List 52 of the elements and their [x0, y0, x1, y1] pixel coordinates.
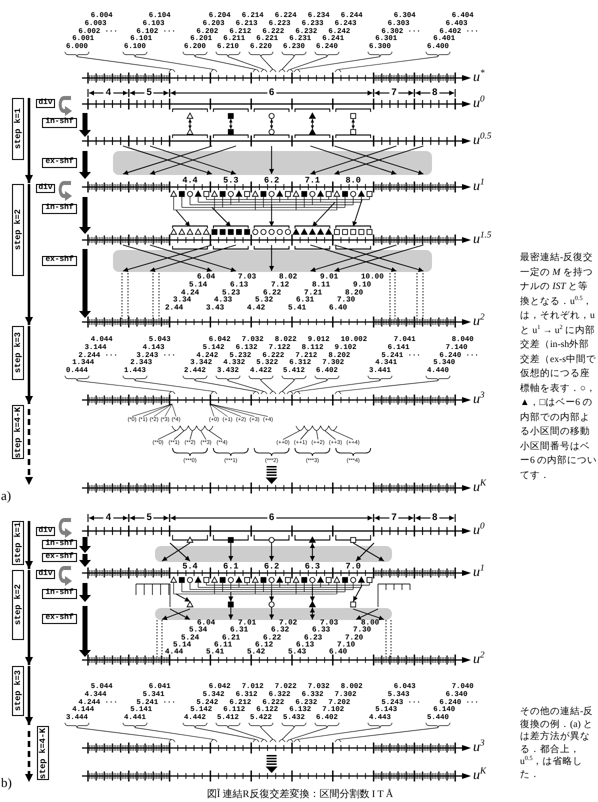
arrow — [25, 184, 33, 325]
axis-label: u$^{0.5}$ — [473, 133, 492, 149]
interval-number: 6 — [266, 513, 276, 523]
step-box: step k=4-K — [12, 405, 24, 459]
arrow — [25, 98, 33, 183]
subinterval-number: 7.0 — [346, 562, 361, 572]
interval-number: 5 — [144, 88, 154, 98]
step-box: step k=1 — [12, 98, 24, 160]
interval-number: 6 — [266, 88, 276, 98]
interval-number: 8 — [430, 513, 440, 523]
interval-number: 7 — [389, 88, 399, 98]
axis-label: u$^{2}$ — [473, 314, 485, 330]
description-text: 最密連結-反復交一定の M を持つナルの IST と等換となる．u$^{0.5}$，は，それぞれ，uと u$^{1}$ → u$^{2}$ に内部交差（in-sh外部交差（ex-s中間で仮想的につる座標軸を表す．○，▲，□はベー6 の内部での内部よる小区間の移動小区間番号はベー6 の内部についてす． — [520, 251, 598, 482]
subinterval-number: 6.2 — [264, 176, 280, 185]
interval-number: 8 — [430, 88, 440, 98]
step-box: step k=3 — [12, 326, 24, 380]
panel-label: a) — [1, 489, 12, 503]
interval-number: 4 — [104, 513, 114, 523]
subinterval-number: 7.1 — [304, 176, 320, 185]
axis-label: u$^{0}$ — [473, 96, 485, 112]
step-box: step k=2 — [12, 184, 24, 276]
axis-label: u$^{2}$ — [473, 652, 485, 668]
axis-label: u$^{1.5}$ — [473, 232, 492, 248]
step-box: step k=2 — [12, 570, 24, 640]
axis-label: u$^{K}$ — [473, 480, 486, 496]
arrow — [25, 666, 33, 725]
arrow — [25, 521, 33, 569]
figure-caption: 図Ĩ 連結R反復交差変換：区間分割数 I T Å — [206, 789, 394, 801]
axis-label: u$^{0}$ — [473, 523, 485, 539]
arrow — [25, 326, 33, 404]
subinterval-number: 4.4 — [182, 176, 198, 185]
interval-number: 5 — [144, 513, 154, 523]
subinterval-number: 6.1 — [223, 562, 238, 572]
interval-number: 7 — [389, 513, 399, 523]
axis-label: u$^{3}$ — [473, 392, 485, 408]
axis-label: u$^{K}$ — [473, 768, 486, 784]
subinterval-number: 5.4 — [182, 562, 198, 572]
subinterval-number: 5.3 — [223, 176, 238, 185]
interval-number: 4 — [104, 88, 114, 98]
subinterval-number: 8.0 — [346, 176, 361, 185]
description-text: その他の連結-反復換の例．(a) とは差方法が異なる．都合上，u$^{0.5}$，は省略した． — [520, 706, 594, 781]
axis-label: u$^{1}$ — [473, 179, 485, 195]
step-box: step k=3 — [12, 666, 24, 716]
axis-label: u$^{3}$ — [473, 740, 485, 756]
subinterval-number: 6.3 — [304, 562, 320, 572]
axis-label: u$^{1}$ — [473, 565, 485, 581]
arrow — [25, 570, 33, 665]
step-box: step k=1 — [12, 521, 24, 565]
step-box: step k=4-K — [37, 726, 49, 780]
subinterval-number: 6.2 — [264, 562, 280, 572]
panel-label: b) — [1, 776, 12, 790]
axis-label: u$^{*}$ — [473, 70, 485, 86]
